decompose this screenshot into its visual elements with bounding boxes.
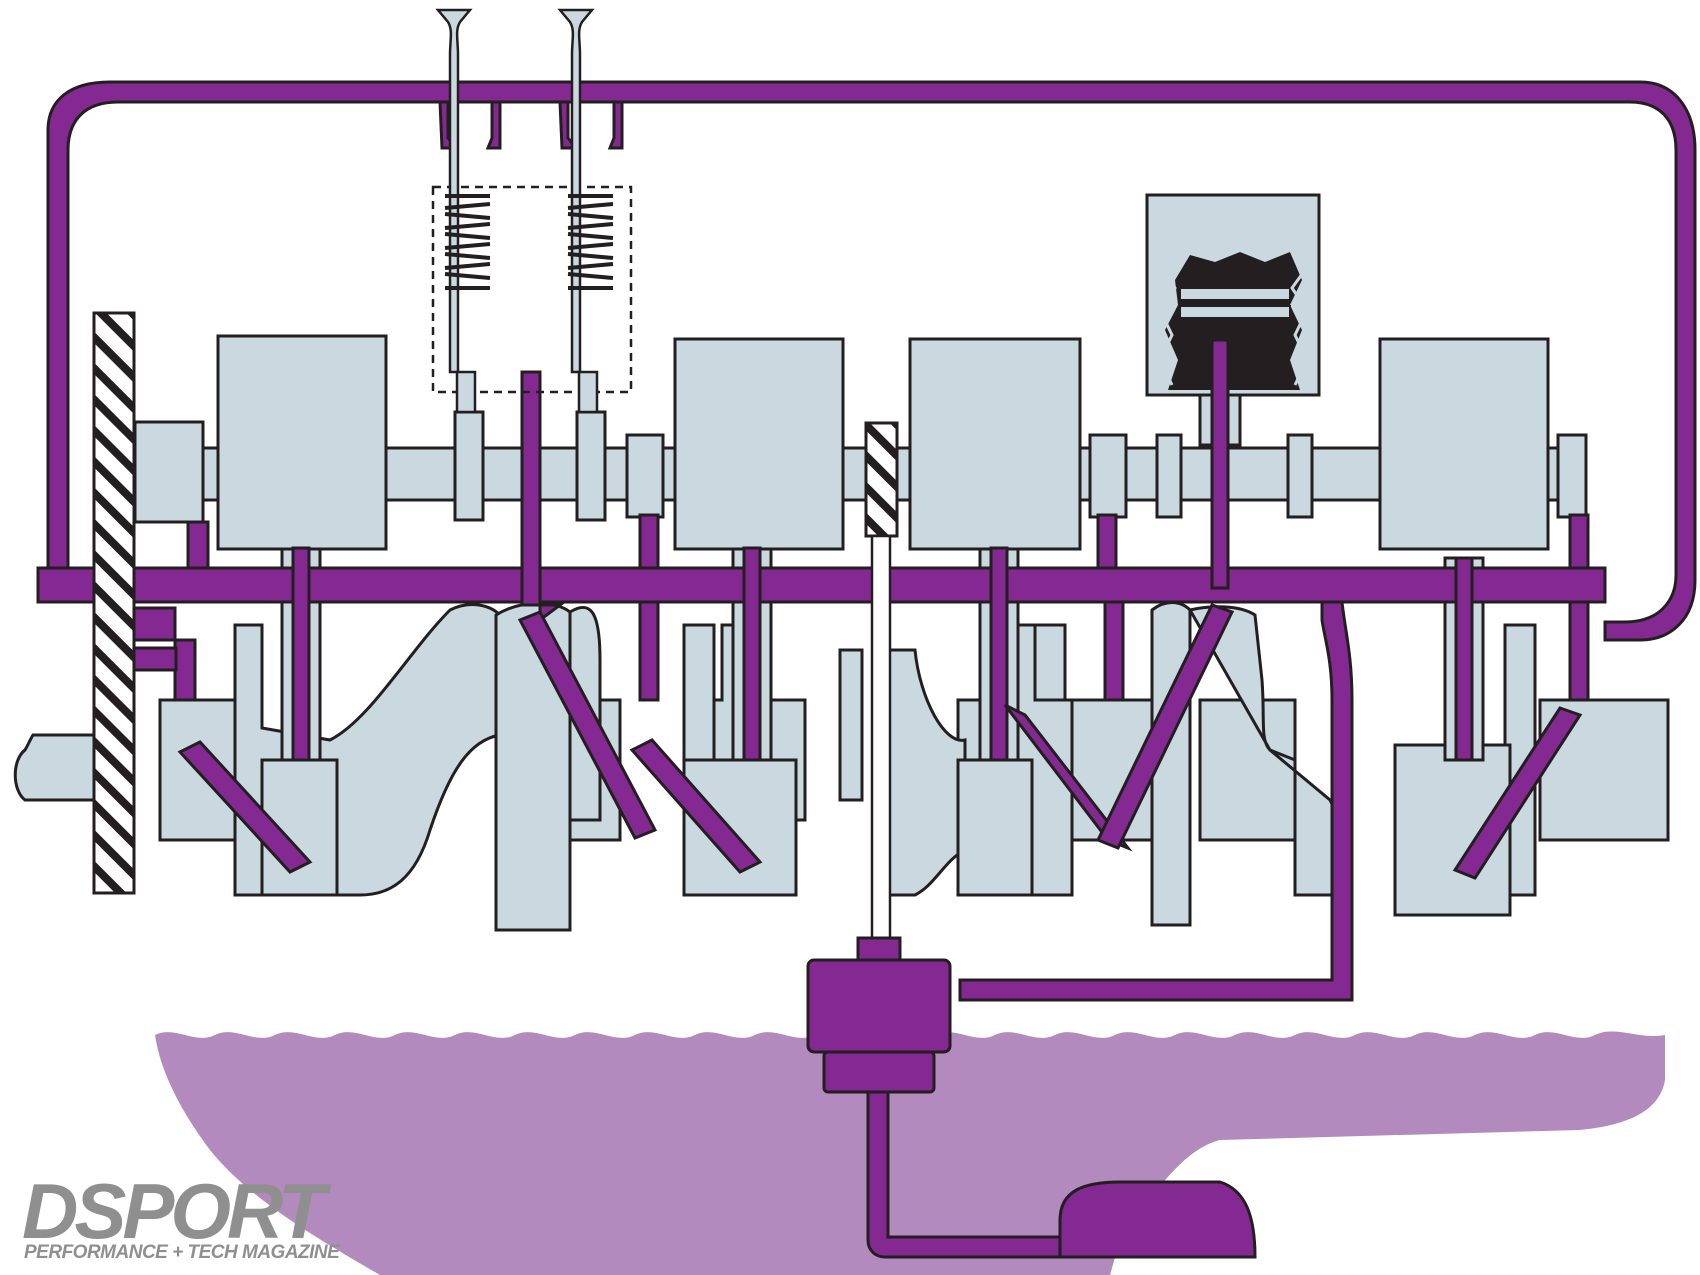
crank-nose	[13, 733, 102, 802]
cam-journal-3	[625, 433, 665, 519]
lifter-2	[577, 370, 599, 414]
valve-2	[557, 8, 595, 374]
oil-pump-drive-shaft	[870, 534, 892, 943]
oil-pickup-screen	[1058, 1180, 1257, 1259]
distributor-drive-gear	[864, 421, 899, 538]
return-line-bore	[56, 90, 1687, 633]
crankshaft	[13, 601, 1670, 932]
pistons	[216, 334, 1550, 551]
cam-journal-4	[1088, 433, 1128, 519]
oil-passages	[36, 80, 1697, 1259]
cam-drive-hub	[133, 420, 205, 524]
cam-journal-7	[1556, 433, 1588, 519]
piston-1	[216, 334, 388, 551]
cam-journal-6	[1286, 433, 1314, 519]
rod-journal-3	[956, 758, 1034, 897]
piston-ring-2	[1179, 305, 1291, 319]
oil-sump	[155, 1031, 1665, 1275]
cam-journal-2	[575, 410, 607, 522]
valve-spring-box	[431, 185, 633, 394]
brand-tagline: PERFORMANCE + TECH MAGAZINE	[24, 1242, 340, 1263]
timing-gear	[92, 311, 136, 895]
piston-2	[673, 337, 845, 551]
cam-journal-1	[453, 410, 485, 522]
piston-ring-1	[1179, 287, 1291, 301]
lifter-1	[455, 370, 477, 414]
valve-1	[435, 8, 473, 374]
main-journal-4	[1198, 698, 1297, 842]
valve-spring-1	[444, 194, 491, 290]
valve-train	[431, 8, 633, 414]
piston-3	[908, 337, 1082, 551]
valve-spring-2	[567, 194, 614, 290]
cam-journal-5	[1155, 433, 1183, 519]
brand-name: DSPORT	[22, 1167, 326, 1255]
cylinder-cutaway	[1145, 193, 1321, 447]
oil-pump	[806, 936, 952, 1094]
brand-logo: DSPORT PERFORMANCE + TECH MAGAZINE	[22, 1171, 382, 1265]
piston-4	[1378, 337, 1550, 551]
